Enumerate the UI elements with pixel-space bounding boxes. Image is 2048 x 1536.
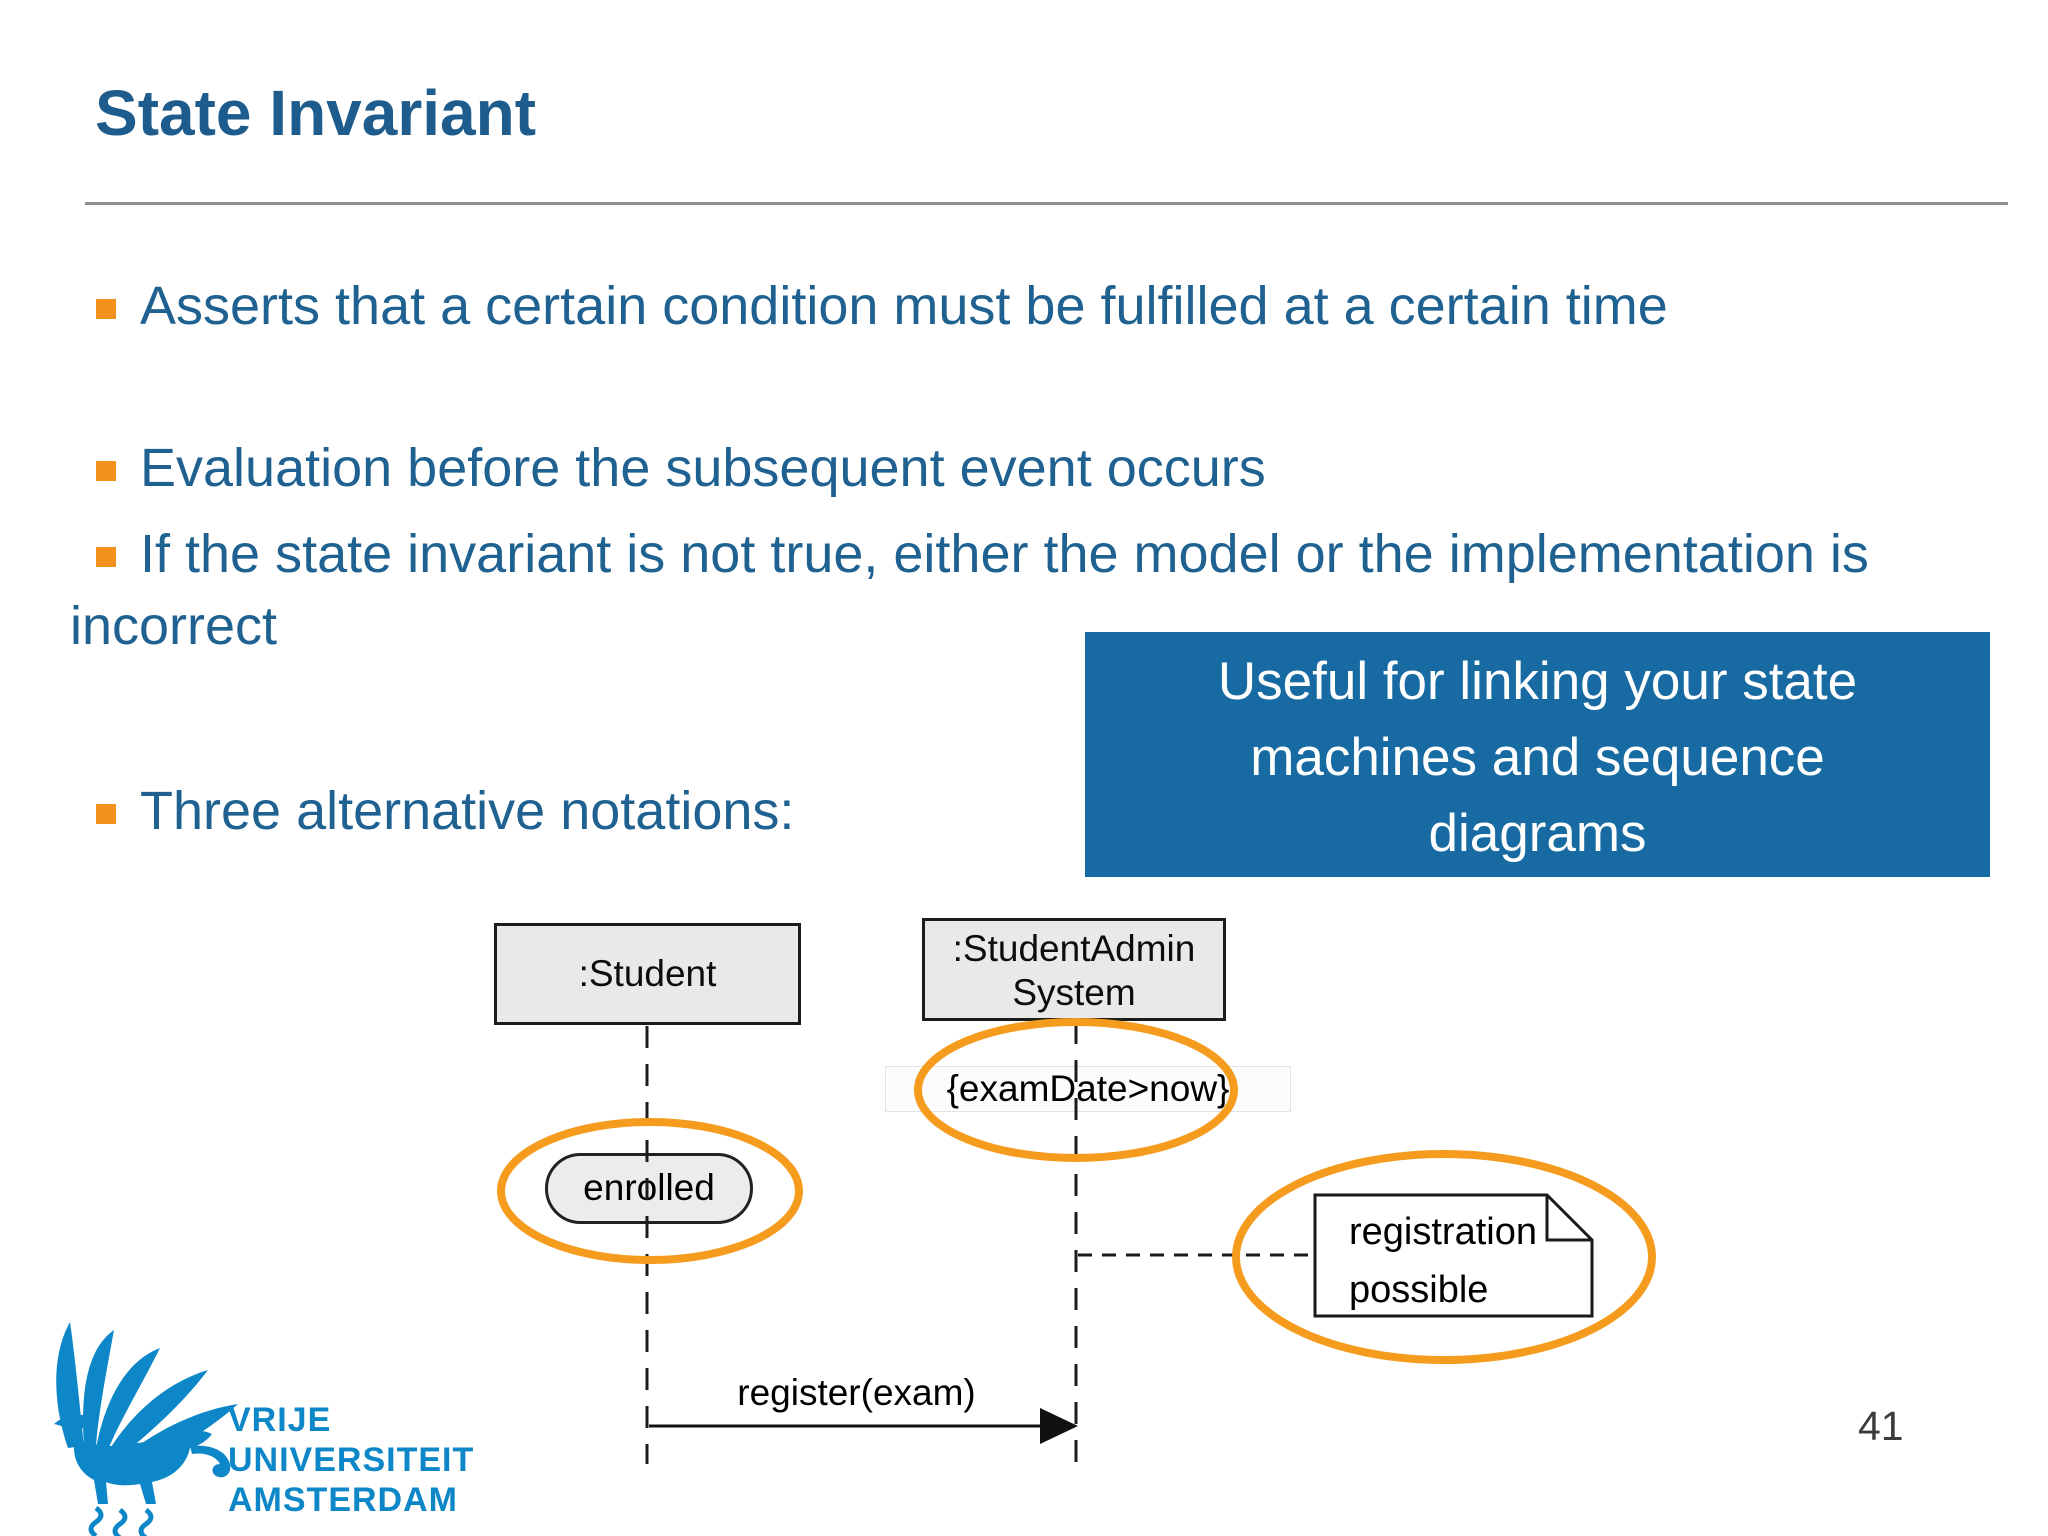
bullet-item: Evaluation before the subsequent event o… [70, 432, 1925, 504]
lifeline-head-studentadmin: :StudentAdmin System [922, 918, 1226, 1021]
callout-line: machines and sequence [1250, 728, 1825, 787]
bullet-item: Three alternative notations: [70, 775, 1925, 847]
bullet-item: If the state invariant is not true, eith… [70, 518, 1925, 662]
bullet-item: Asserts that a certain condition must be… [70, 270, 1925, 342]
bullet-square-icon [96, 804, 116, 824]
bullet-square-icon [96, 299, 116, 319]
vu-griffin-logo-icon [54, 1322, 238, 1536]
state-invariant-pill: enrolled [545, 1153, 753, 1224]
bullet-text: Asserts that a certain condition must be… [140, 276, 1668, 336]
lifeline-head-label-line: :StudentAdmin [952, 928, 1196, 969]
vu-logo-line: AMSTERDAM [228, 1481, 458, 1519]
bullet-square-icon [96, 547, 116, 567]
page-title: State Invariant [95, 77, 537, 149]
bullet-text: Evaluation before the subsequent event o… [140, 438, 1266, 498]
callout-line: Useful for linking your state [1217, 652, 1858, 711]
vu-logo-line: UNIVERSITEIT [228, 1441, 475, 1479]
callout-line: diagrams [1428, 804, 1647, 863]
callout-box: Useful for linking your state machines a… [1085, 632, 1990, 877]
title-divider [85, 202, 2008, 205]
bullet-text: Three alternative notations: [140, 781, 795, 841]
page-number: 41 [1858, 1403, 1904, 1449]
uml-note-line: possible [1349, 1269, 1489, 1311]
bullet-square-icon [96, 461, 116, 481]
uml-note-text: registration possible [1349, 1203, 1537, 1319]
vu-logo-line: VRIJE [228, 1401, 332, 1439]
vu-logo-wordmark: VRIJE UNIVERSITEIT AMSTERDAM [228, 1400, 474, 1520]
lifeline-head-student: :Student [494, 923, 801, 1025]
uml-note-line: registration [1349, 1211, 1537, 1253]
bullet-text: If the state invariant is not true, eith… [70, 524, 1869, 656]
lifeline-head-label-line: System [1012, 972, 1136, 1013]
state-invariant-constraint: {examDate>now} [946, 1068, 1230, 1109]
message-label: register(exam) [737, 1372, 976, 1413]
